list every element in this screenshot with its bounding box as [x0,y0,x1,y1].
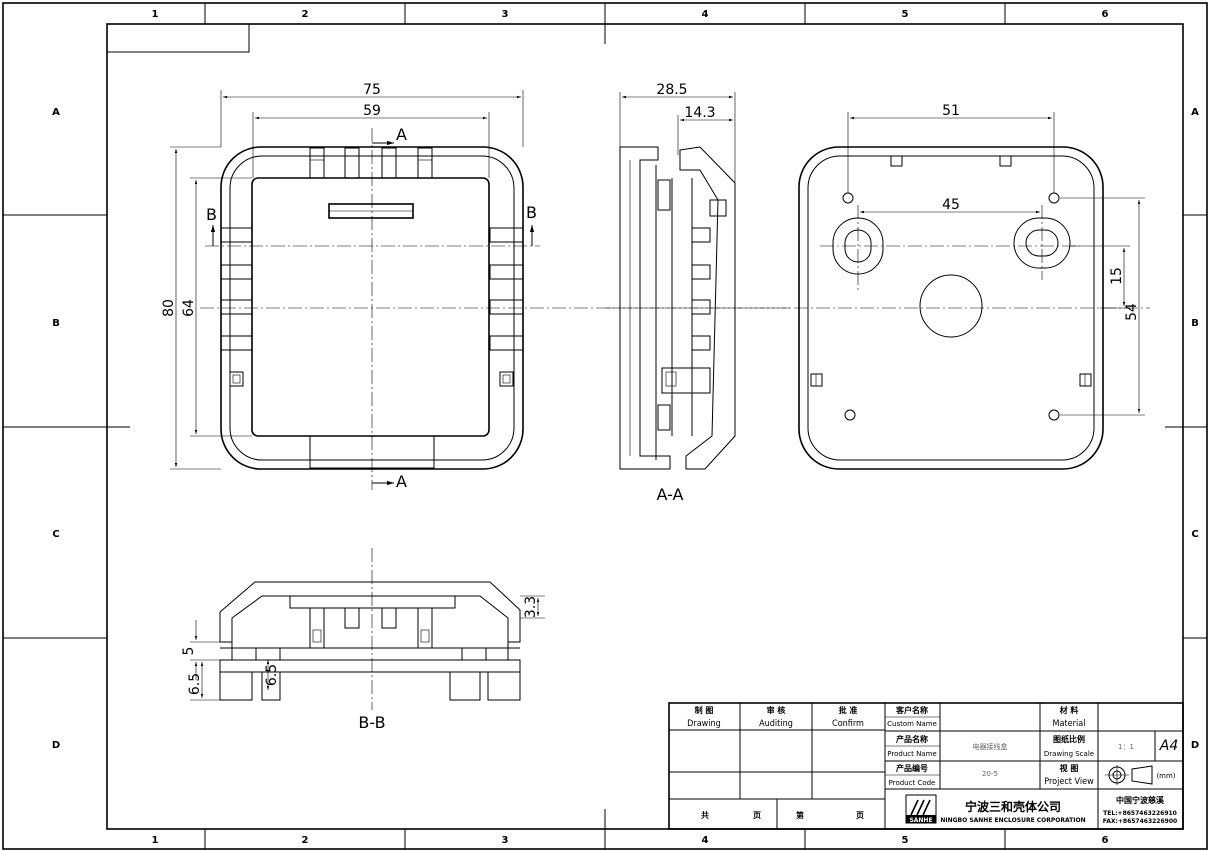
tb-product-code-cn: 产品编号 [896,763,928,773]
dim-bb-top-step: 3.3 [523,596,539,618]
row-label-b: B [52,318,60,329]
tb-company-en: NINGBO SANHE ENCLOSURE CORPORATION [940,817,1085,824]
col-label-3-bottom: 3 [502,835,509,846]
tb-product-name-cn: 产品名称 [896,734,928,744]
section-markers: A A B B [206,125,537,491]
col-label-6: 6 [1102,9,1109,20]
dim-bb-wall: 5 [181,647,197,656]
col-label-1-bottom: 1 [152,835,159,846]
label-section-aa: A-A [657,485,684,504]
section-mark-b-right: B [526,203,537,222]
col-label-2-bottom: 2 [302,835,309,846]
dim-front-width-inner: 59 [363,103,381,119]
tb-product-code-en: Product Code [889,779,936,787]
col-label-5-bottom: 5 [902,835,909,846]
tb-view-cn: 视 图 [1060,763,1079,773]
tb-sheets-page1: 页 [753,811,761,820]
dim-front-height-outer: 80 [161,299,177,317]
tb-fax: FAX:+8657463226900 [1103,818,1177,825]
company-logo-text: SANHE [909,817,932,824]
section-mark-b-left: B [206,205,217,224]
section-mark-a-top: A [396,125,407,144]
tb-company-cn: 宁波三和壳体公司 [965,799,1061,814]
dim-back-slot-offset: 15 [1109,267,1125,285]
tb-sheets-no: 第 [796,810,804,820]
dim-bb-inner: 6.5 [264,664,280,686]
section-mark-a-bottom: A [396,472,407,491]
tb-sheets-total: 共 [701,810,709,820]
tb-confirm-cn: 批 准 [839,705,858,715]
tb-contact-title: 中国宁波慈溪 [1116,795,1165,805]
tb-scale-cn: 图纸比例 [1053,734,1085,744]
tb-custom-name-cn: 客户名称 [895,705,928,715]
col-label-4-bottom: 4 [702,835,709,846]
back-view-dimensions: 51 45 15 54 [847,103,1145,416]
tb-product-name-value: 电器接线盒 [973,742,1008,751]
section-bb-dimensions: 3.3 5 6.5 6.5 B-B [181,595,545,732]
section-aa-dimensions: 28.5 14.3 A-A [619,82,736,504]
tb-sheets-page2: 页 [856,811,864,820]
tb-scale-en: Drawing Scale [1044,750,1094,758]
company-logo: SANHE [905,794,937,824]
col-label-4: 4 [702,9,709,20]
tb-auditing-cn: 审 核 [767,705,786,715]
tb-material-cn: 材 料 [1060,705,1079,715]
col-label-5: 5 [902,9,909,20]
dim-back-slot-span: 45 [942,197,960,213]
tb-material-en: Material [1053,719,1086,729]
tb-product-name-en: Product Name [887,750,936,758]
tb-auditing-en: Auditing [759,719,793,729]
col-label-6-bottom: 6 [1102,835,1109,846]
row-label-a: A [52,107,60,118]
tb-product-code-value: 20-5 [982,770,998,778]
tb-drawing-en: Drawing [687,719,721,729]
tb-tel: TEL:+8657463226910 [1103,810,1177,817]
grid-labels: 1 2 3 4 5 6 1 2 3 4 5 6 A B C D A B C D [52,9,1199,846]
tb-confirm-en: Confirm [832,719,864,729]
col-label-3: 3 [502,9,509,20]
label-section-bb: B-B [358,713,385,732]
tb-unit: (mm) [1156,772,1175,780]
dim-bb-base: 6.5 [187,673,203,695]
row-label-b-right: B [1191,318,1199,329]
col-label-2: 2 [302,9,309,20]
tb-drawing-cn: 制 图 [695,705,714,715]
row-label-c: C [52,529,59,540]
row-label-a-right: A [1191,107,1199,118]
col-label-1: 1 [152,9,159,20]
dim-back-hole-span: 51 [942,103,960,119]
row-label-d-right: D [1191,740,1199,751]
tb-scale-value: 1：1 [1118,743,1134,751]
dim-side-depth-step: 14.3 [684,105,715,121]
tb-custom-name-en: Custom Name [887,720,937,728]
row-label-c-right: C [1191,529,1198,540]
dim-back-hole-vspan: 54 [1124,303,1140,321]
tb-view-en: Project View [1044,777,1094,787]
front-view-dimensions: 75 59 80 64 [161,82,524,470]
title-block: 制 图 Drawing 审 核 Auditing 批 准 Confirm 客户名… [668,702,1184,830]
tb-paper-size: A4 [1159,738,1178,754]
section-aa-view [606,146,790,470]
dim-front-width-outer: 75 [363,82,381,98]
front-view [200,128,1150,490]
projection-symbol-icon [1105,765,1153,785]
row-label-d: D [52,740,60,751]
dim-side-depth-total: 28.5 [656,82,687,98]
dim-front-height-inner: 64 [181,299,197,317]
